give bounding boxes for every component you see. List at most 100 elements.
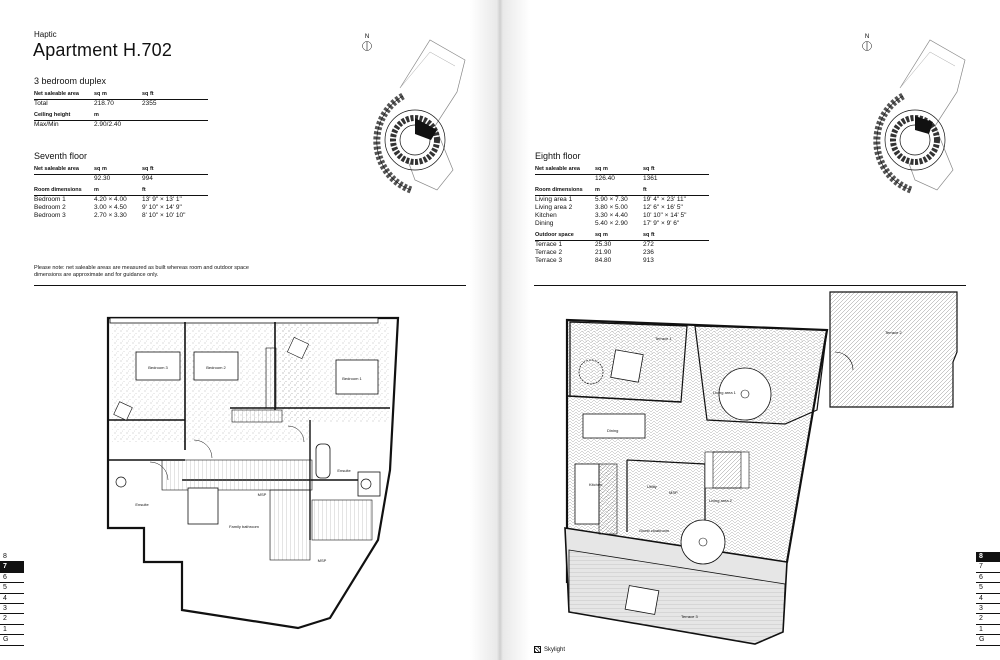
col-header: Outdoor space <box>535 228 595 241</box>
col-header: sq m <box>595 228 643 241</box>
compass-icon <box>862 41 872 51</box>
table-row: Living area 2 3.80 × 5.00 12' 6" × 16' 5… <box>535 204 709 212</box>
cell: Terrace 1 <box>535 241 563 248</box>
col-header: Room dimensions <box>34 183 94 196</box>
floor-tab[interactable]: 3 <box>0 604 24 615</box>
floor-tab[interactable]: 6 <box>0 573 24 584</box>
floor-tab[interactable]: 4 <box>976 594 1000 604</box>
col-header: m <box>94 108 142 121</box>
cell: Max/Min <box>34 121 59 128</box>
cell: Terrace 3 <box>535 257 563 264</box>
cell: 1361 <box>643 175 658 182</box>
key-plan-eighth: N <box>862 34 966 194</box>
table-row: Bedroom 3 2.70 × 3.30 8' 10" × 10' 10" <box>34 212 208 220</box>
floor-tab[interactable]: 5 <box>976 583 1000 594</box>
cell: Kitchen <box>535 212 557 219</box>
floor-tab[interactable]: 5 <box>0 583 24 594</box>
col-header: m <box>94 183 142 196</box>
floor-tab-active[interactable]: 7 <box>0 562 24 573</box>
skylight-swatch-icon <box>534 646 541 653</box>
col-header: Net saleable area <box>34 90 94 100</box>
page-title: Apartment H.702 <box>33 40 173 60</box>
cell: Dining <box>535 220 554 227</box>
floor-tab[interactable]: 4 <box>0 594 24 604</box>
cell: Bedroom 2 <box>34 204 66 211</box>
section-divider <box>534 285 966 286</box>
compass-icon <box>362 41 372 51</box>
cell: 8' 10" × 10' 10" <box>142 212 186 219</box>
floor-tab[interactable]: 2 <box>976 614 1000 625</box>
table-row: Bedroom 1 4.20 × 4.00 13' 9" × 13' 1" <box>34 196 208 205</box>
cell: 2.90/2.40 <box>94 121 122 128</box>
floor-tab[interactable]: G <box>0 635 24 646</box>
col-header: Net saleable area <box>535 165 595 175</box>
cell: 994 <box>142 175 153 182</box>
floor-tab[interactable]: 8 <box>0 552 24 563</box>
cell: 10' 10" × 14' 5" <box>643 212 687 219</box>
col-header: m <box>595 183 643 196</box>
room-label: Dining <box>607 428 618 433</box>
room-label: MSP <box>669 490 678 495</box>
room-label: Utility <box>647 484 657 489</box>
cell: 3.00 × 4.50 <box>94 204 127 211</box>
cell <box>535 175 595 184</box>
cell: 3.80 × 5.00 <box>595 204 628 211</box>
cell: 913 <box>643 257 654 264</box>
cell: 126.40 <box>595 175 615 182</box>
floor-plan-seventh: Bedroom 3 Bedroom 2 Bedroom 1 Ensuite En… <box>106 316 400 630</box>
room-label: Guest cloakroom <box>639 528 670 533</box>
eighth-floor-table: Net saleable area sq m sq ft 126.40 1361… <box>535 165 709 265</box>
cell: 5.90 × 7.30 <box>595 196 628 203</box>
north-label: N <box>865 34 869 40</box>
floor-tab[interactable]: 7 <box>976 562 1000 573</box>
room-label: Ensuite <box>337 468 351 473</box>
section-divider <box>34 285 466 286</box>
floor-tab[interactable]: 1 <box>0 625 24 636</box>
floor-tab-active[interactable]: 8 <box>976 552 1000 563</box>
table-row: Terrace 3 84.80 913 <box>535 257 709 265</box>
cell: 17' 9" × 9' 6" <box>643 220 680 227</box>
room-label: Living area 2 <box>709 498 733 503</box>
cell: 12' 6" × 16' 5" <box>643 204 683 211</box>
room-label: Living area 1 <box>713 390 737 395</box>
cell: Total <box>34 100 48 107</box>
floor-selector-left: 8 7 6 5 4 3 2 1 G <box>0 552 24 646</box>
cell: Living area 2 <box>535 204 573 211</box>
skylight-legend: Skylight <box>534 646 565 653</box>
table-row: Terrace 1 25.30 272 <box>535 241 709 250</box>
type-heading: 3 bedroom duplex <box>34 76 107 86</box>
room-label: Terrace 3 <box>681 614 698 619</box>
cell: 2.70 × 3.30 <box>94 212 127 219</box>
room-label: Terrace 2 <box>885 330 902 335</box>
key-plan-seventh: N <box>362 34 466 194</box>
seventh-floor-table: Net saleable area sq m sq ft 92.30 994 R… <box>34 165 208 220</box>
north-label: N <box>365 34 369 40</box>
table-row: Terrace 2 21.90 236 <box>535 249 709 257</box>
floor-tab[interactable]: 2 <box>0 614 24 625</box>
col-header: sq m <box>94 90 142 100</box>
table-row: Dining 5.40 × 2.90 17' 9" × 9' 6" <box>535 220 709 228</box>
cell: Bedroom 1 <box>34 196 66 203</box>
room-label: Bedroom 1 <box>342 376 362 381</box>
page-gutter <box>470 0 530 660</box>
col-header: sq ft <box>142 90 208 100</box>
cell: 9' 10" × 14' 9" <box>142 204 182 211</box>
cell: 5.40 × 2.90 <box>595 220 628 227</box>
cell: 218.70 <box>94 100 114 107</box>
cell <box>34 175 94 184</box>
floor-tab[interactable]: G <box>976 635 1000 646</box>
room-label: MSP <box>318 558 327 563</box>
floor-tab[interactable]: 1 <box>976 625 1000 636</box>
floor-tab[interactable]: 3 <box>976 604 1000 615</box>
table-row: Bedroom 2 3.00 × 4.50 9' 10" × 14' 9" <box>34 204 208 212</box>
cell: 21.90 <box>595 249 612 256</box>
cell: 2355 <box>142 100 157 107</box>
legend-label: Skylight <box>544 646 566 653</box>
col-header: Ceiling height <box>34 108 94 121</box>
table-row: Living area 1 5.90 × 7.30 19' 4" × 23' 1… <box>535 196 709 205</box>
floor-selector-right: 8 7 6 5 4 3 2 1 G <box>976 552 1000 646</box>
room-label: Family bathroom <box>229 524 259 529</box>
cell: 25.30 <box>595 241 612 248</box>
cell: Terrace 2 <box>535 249 563 256</box>
floor-tab[interactable]: 6 <box>976 573 1000 584</box>
